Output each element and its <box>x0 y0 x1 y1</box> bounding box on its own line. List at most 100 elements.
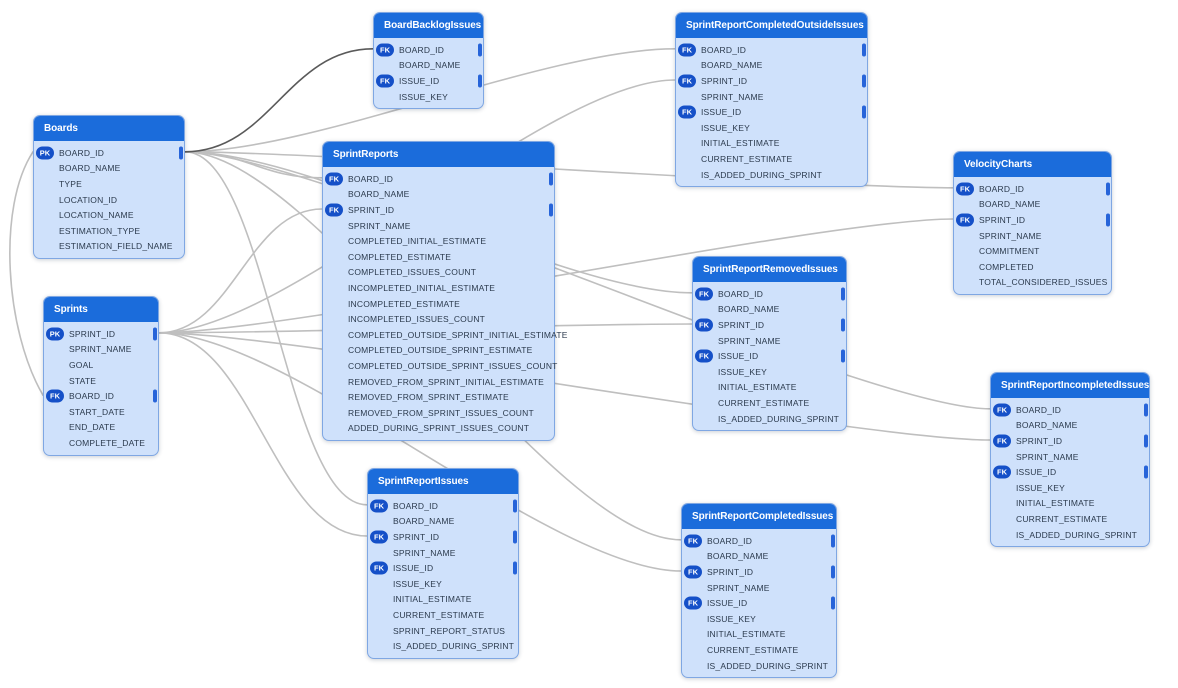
table-header[interactable]: SprintReportCompletedOutsideIssues <box>676 13 867 38</box>
column-is_added_during_sprint[interactable]: IS_ADDED_DURING_SPRINT <box>368 638 518 654</box>
table-header[interactable]: SprintReportIncompletedIssues <box>991 373 1149 398</box>
column-completed_outside_sprint_issues_count[interactable]: COMPLETED_OUTSIDE_SPRINT_ISSUES_COUNT <box>323 358 557 374</box>
column-sprint_name[interactable]: SPRINT_NAME <box>323 218 554 234</box>
column-removed_from_sprint_initial_estimate[interactable]: REMOVED_FROM_SPRINT_INITIAL_ESTIMATE <box>323 374 554 390</box>
column-board_name[interactable]: BOARD_NAME <box>682 549 836 565</box>
column-current_estimate[interactable]: CURRENT_ESTIMATE <box>368 607 518 623</box>
column-initial_estimate[interactable]: INITIAL_ESTIMATE <box>991 496 1149 512</box>
column-is_added_during_sprint[interactable]: IS_ADDED_DURING_SPRINT <box>676 167 867 183</box>
column-complete_date[interactable]: COMPLETE_DATE <box>44 435 158 451</box>
column-board_name[interactable]: BOARD_NAME <box>676 58 867 74</box>
column-issue_key[interactable]: ISSUE_KEY <box>693 364 846 380</box>
column-is_added_during_sprint[interactable]: IS_ADDED_DURING_SPRINT <box>682 658 836 674</box>
column-issue_key[interactable]: ISSUE_KEY <box>991 480 1149 496</box>
column-board_name[interactable]: BOARD_NAME <box>34 161 184 177</box>
column-initial_estimate[interactable]: INITIAL_ESTIMATE <box>676 136 867 152</box>
table-header[interactable]: SprintReportCompletedIssues <box>682 504 836 529</box>
column-issue_key[interactable]: ISSUE_KEY <box>682 611 836 627</box>
column-sprint_name[interactable]: SPRINT_NAME <box>954 228 1111 244</box>
column-board_name[interactable]: BOARD_NAME <box>368 514 518 530</box>
column-sprint_name[interactable]: SPRINT_NAME <box>682 580 836 596</box>
column-completed_estimate[interactable]: COMPLETED_ESTIMATE <box>323 249 554 265</box>
table-header[interactable]: Sprints <box>44 297 158 322</box>
column-added_during_sprint_issues_count[interactable]: ADDED_DURING_SPRINT_ISSUES_COUNT <box>323 421 554 437</box>
column-type[interactable]: TYPE <box>34 176 184 192</box>
column-incompleted_estimate[interactable]: INCOMPLETED_ESTIMATE <box>323 296 554 312</box>
column-board_name[interactable]: BOARD_NAME <box>954 197 1111 213</box>
column-goal[interactable]: GOAL <box>44 357 158 373</box>
table-header[interactable]: SprintReportRemovedIssues <box>693 257 846 282</box>
column-issue_key[interactable]: ISSUE_KEY <box>676 120 867 136</box>
column-completed_outside_sprint_initial_estimate[interactable]: COMPLETED_OUTSIDE_SPRINT_INITIAL_ESTIMAT… <box>323 327 567 343</box>
column-completed[interactable]: COMPLETED <box>954 259 1111 275</box>
column-current_estimate[interactable]: CURRENT_ESTIMATE <box>676 151 867 167</box>
column-location_name[interactable]: LOCATION_NAME <box>34 207 184 223</box>
column-state[interactable]: STATE <box>44 373 158 389</box>
column-sprint_report_status[interactable]: SPRINT_REPORT_STATUS <box>368 623 518 639</box>
column-completed_outside_sprint_estimate[interactable]: COMPLETED_OUTSIDE_SPRINT_ESTIMATE <box>323 343 554 359</box>
column-completed_initial_estimate[interactable]: COMPLETED_INITIAL_ESTIMATE <box>323 233 554 249</box>
column-sprint_name[interactable]: SPRINT_NAME <box>368 545 518 561</box>
column-board_name[interactable]: BOARD_NAME <box>991 418 1149 434</box>
column-end_date[interactable]: END_DATE <box>44 420 158 436</box>
column-initial_estimate[interactable]: INITIAL_ESTIMATE <box>368 592 518 608</box>
column-issue_key[interactable]: ISSUE_KEY <box>374 89 483 105</box>
column-is_added_during_sprint[interactable]: IS_ADDED_DURING_SPRINT <box>693 411 846 427</box>
column-sprint_name[interactable]: SPRINT_NAME <box>44 342 158 358</box>
column-issue_key[interactable]: ISSUE_KEY <box>368 576 518 592</box>
table-header[interactable]: VelocityCharts <box>954 152 1111 177</box>
column-removed_from_sprint_issues_count[interactable]: REMOVED_FROM_SPRINT_ISSUES_COUNT <box>323 405 554 421</box>
column-removed_from_sprint_estimate[interactable]: REMOVED_FROM_SPRINT_ESTIMATE <box>323 389 554 405</box>
column-initial_estimate[interactable]: INITIAL_ESTIMATE <box>693 380 846 396</box>
column-start_date[interactable]: START_DATE <box>44 404 158 420</box>
column-sprint_name[interactable]: SPRINT_NAME <box>693 333 846 349</box>
column-current_estimate[interactable]: CURRENT_ESTIMATE <box>693 395 846 411</box>
column-estimation_type[interactable]: ESTIMATION_TYPE <box>34 223 184 239</box>
column-incompleted_initial_estimate[interactable]: INCOMPLETED_INITIAL_ESTIMATE <box>323 280 554 296</box>
column-total_considered_issues[interactable]: TOTAL_CONSIDERED_ISSUES <box>954 275 1111 291</box>
column-initial_estimate[interactable]: INITIAL_ESTIMATE <box>682 627 836 643</box>
column-board_name[interactable]: BOARD_NAME <box>374 58 483 74</box>
table-header[interactable]: SprintReports <box>323 142 554 167</box>
table-header[interactable]: SprintReportIssues <box>368 469 518 494</box>
table-header[interactable]: Boards <box>34 116 184 141</box>
column-commitment[interactable]: COMMITMENT <box>954 243 1111 259</box>
column-current_estimate[interactable]: CURRENT_ESTIMATE <box>991 511 1149 527</box>
column-board_name[interactable]: BOARD_NAME <box>323 187 554 203</box>
column-estimation_field_name[interactable]: ESTIMATION_FIELD_NAME <box>34 239 184 255</box>
column-sprint_name[interactable]: SPRINT_NAME <box>676 89 867 105</box>
column-current_estimate[interactable]: CURRENT_ESTIMATE <box>682 642 836 658</box>
column-location_id[interactable]: LOCATION_ID <box>34 192 184 208</box>
column-incompleted_issues_count[interactable]: INCOMPLETED_ISSUES_COUNT <box>323 311 554 327</box>
